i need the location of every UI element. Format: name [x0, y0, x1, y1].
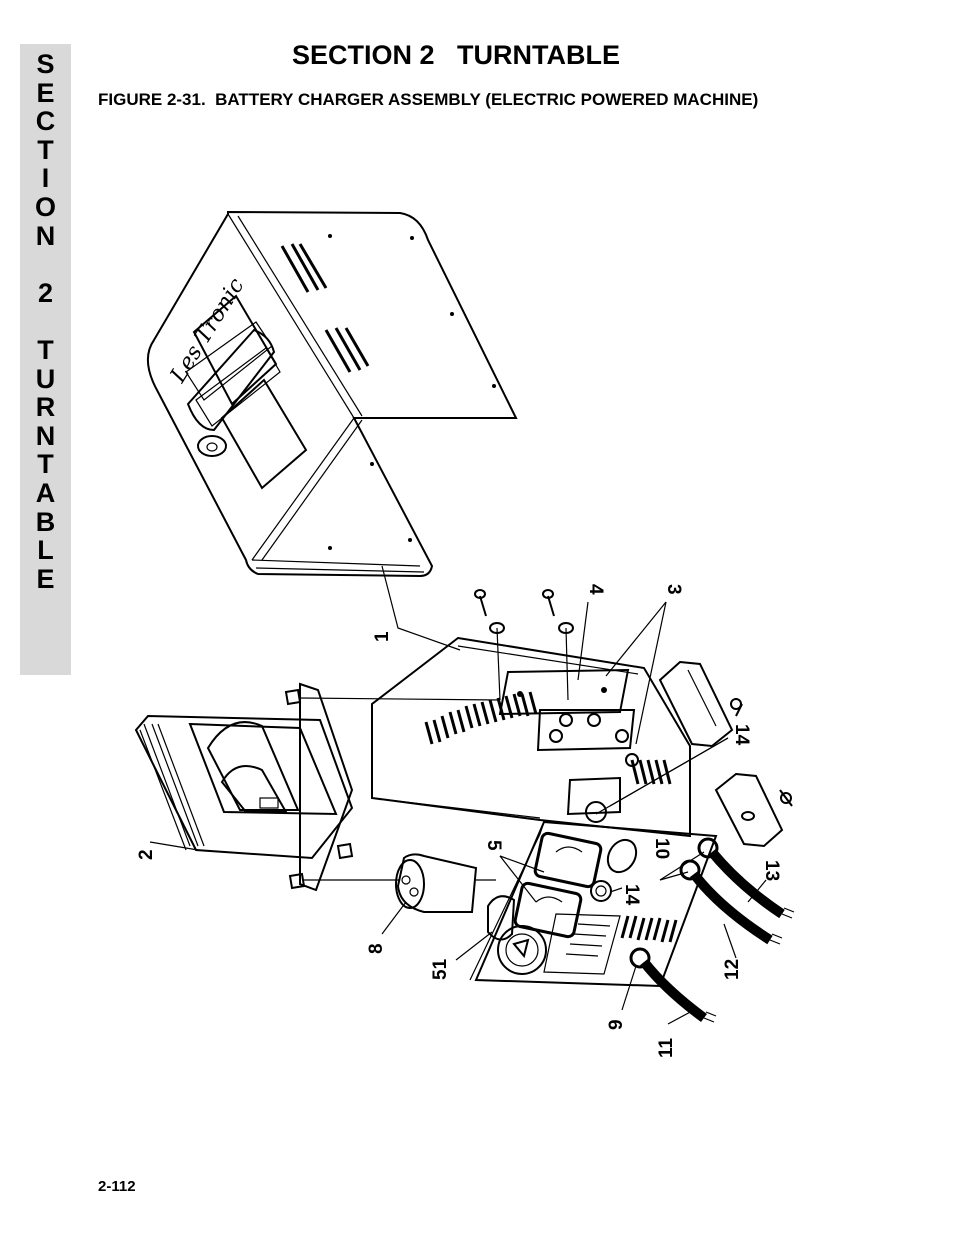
- top-screws: [474, 589, 574, 701]
- side-tab-letter: C: [35, 106, 56, 137]
- callout-1: 1: [372, 631, 393, 642]
- side-tab-letter: T: [37, 449, 54, 480]
- callout-13: 13: [761, 860, 782, 881]
- callout-14-bracket: 14: [731, 724, 752, 746]
- side-tab-letter: T: [37, 334, 54, 365]
- callout-labels: 1 2 3 4 5 8 9 10 11 12 13 14 14 51: [136, 584, 782, 1058]
- callout-8: 8: [366, 943, 387, 954]
- chassis-body: [371, 636, 691, 838]
- callout-9: 9: [606, 1019, 627, 1030]
- leader-lines: [149, 565, 767, 1025]
- callout-5: 5: [483, 840, 504, 851]
- callout-10: 10: [651, 838, 672, 859]
- side-tab-letter: S: [36, 49, 55, 79]
- side-tab-letter: A: [35, 477, 56, 508]
- callout-12: 12: [722, 959, 743, 980]
- callout-3: 3: [663, 584, 684, 595]
- side-tab-letters: S E C T I O N 2 T U R N T A B L E: [20, 50, 71, 593]
- figure-caption: FIGURE 2-31. BATTERY CHARGER ASSEMBLY (E…: [98, 90, 759, 109]
- callout-4: 4: [585, 584, 606, 595]
- cover-housing: [147, 210, 518, 578]
- capacitor: [395, 853, 496, 913]
- side-tab-letter: E: [36, 77, 55, 108]
- side-tab-letter: E: [36, 563, 55, 594]
- page-number: 2-112: [98, 1178, 136, 1195]
- front-panel: [469, 820, 719, 988]
- callout-51: 51: [430, 958, 451, 980]
- transformer: [134, 682, 501, 892]
- callout-11: 11: [656, 1037, 677, 1058]
- side-tab-letter: B: [35, 506, 56, 537]
- section-side-tab: S E C T I O N 2 T U R N T A B L E: [20, 44, 71, 675]
- callout-14-switch: 14: [621, 884, 642, 906]
- side-tab-letter: R: [35, 392, 56, 423]
- side-tab-letter: T: [37, 134, 54, 165]
- side-tab-letter: 2: [37, 277, 54, 308]
- mounting-brackets: [658, 660, 793, 848]
- side-tab-letter: O: [34, 191, 56, 222]
- callout-2: 2: [136, 849, 157, 860]
- side-tab-letter: N: [35, 220, 56, 251]
- side-tab-letter: N: [35, 420, 56, 451]
- cables: [640, 848, 795, 1023]
- side-tab-letter: L: [37, 535, 54, 566]
- section-title: SECTION 2 TURNTABLE: [292, 40, 621, 70]
- knob: [487, 895, 516, 941]
- side-tab-letter: I: [41, 163, 50, 194]
- cover-brand-script: Les Tronic: [165, 274, 249, 388]
- side-tab-letter: U: [35, 363, 56, 394]
